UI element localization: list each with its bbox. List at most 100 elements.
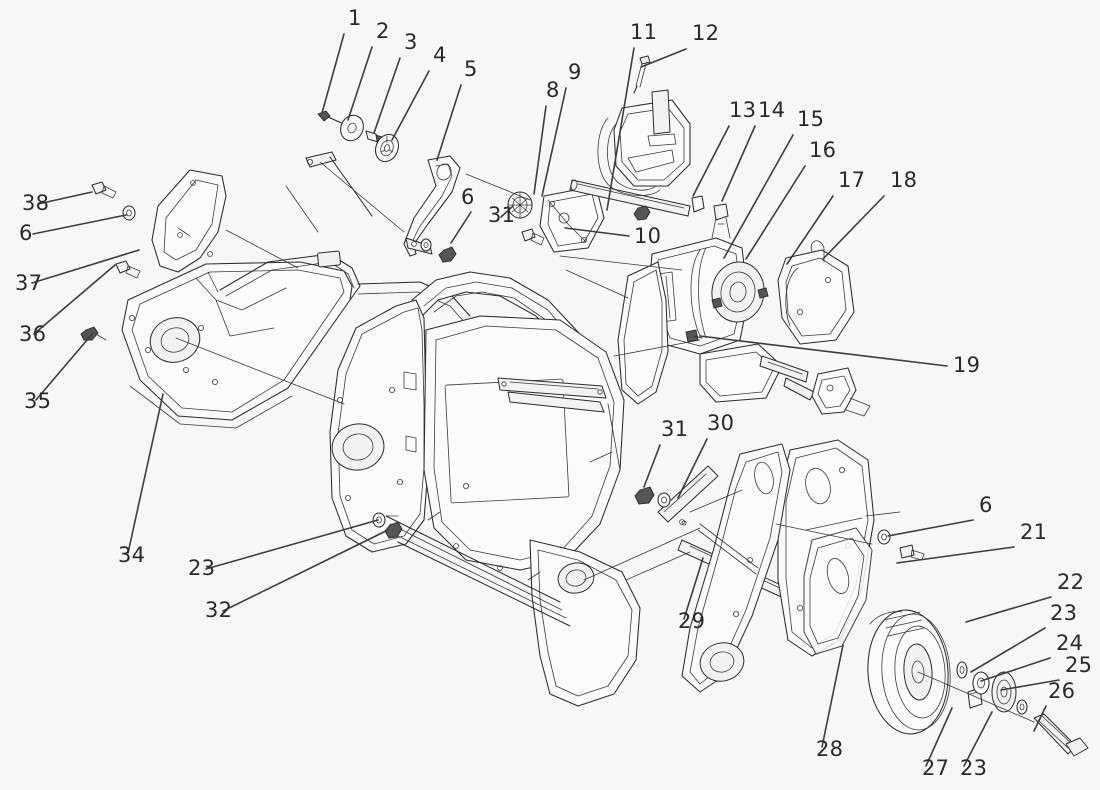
callout-label[interactable]: 12: [692, 21, 719, 45]
callout-label[interactable]: 32: [205, 598, 232, 622]
callout-38[interactable]: 38: [22, 191, 93, 215]
callout-label[interactable]: 11: [630, 20, 657, 44]
callout-label[interactable]: 1: [348, 6, 362, 30]
callout-label[interactable]: 34: [118, 543, 145, 567]
callout-35[interactable]: 35: [24, 332, 94, 413]
callout-label[interactable]: 14: [758, 98, 785, 122]
callout-label[interactable]: 17: [838, 168, 865, 192]
callout-label[interactable]: 27: [922, 756, 949, 780]
leader-line-12: [640, 48, 687, 68]
callout-15[interactable]: 15: [723, 107, 824, 259]
callout-label[interactable]: 22: [1057, 570, 1084, 594]
callout-9[interactable]: 9: [541, 60, 582, 197]
callout-14[interactable]: 14: [721, 98, 785, 202]
callout-label[interactable]: 23: [1050, 601, 1077, 625]
callout-label[interactable]: 16: [809, 138, 836, 162]
callout-4[interactable]: 4: [391, 43, 447, 141]
callout-23[interactable]: 23: [188, 519, 379, 580]
callout-label[interactable]: 21: [1020, 520, 1047, 544]
leader-line-6: [450, 211, 472, 244]
callout-6[interactable]: 6: [887, 493, 993, 537]
callout-32[interactable]: 32: [205, 529, 389, 622]
callout-label[interactable]: 10: [634, 224, 661, 248]
callout-label[interactable]: 6: [19, 221, 33, 245]
part-left-side-panel: [121, 261, 353, 429]
callout-26[interactable]: 26: [1033, 679, 1075, 732]
callout-label[interactable]: 38: [22, 191, 49, 215]
callout-2[interactable]: 2: [347, 19, 390, 121]
callout-3[interactable]: 3: [373, 30, 418, 134]
callout-label[interactable]: 28: [816, 737, 843, 761]
part-screws-6-21: [877, 529, 925, 561]
callout-25[interactable]: 25: [1000, 653, 1092, 691]
callout-11[interactable]: 11: [606, 20, 657, 211]
callout-23[interactable]: 23: [970, 601, 1077, 673]
callout-label[interactable]: 15: [797, 107, 824, 131]
callout-label[interactable]: 13: [729, 98, 756, 122]
callout-label[interactable]: 29: [678, 609, 705, 633]
callout-label[interactable]: 6: [461, 185, 475, 209]
callout-10[interactable]: 10: [564, 224, 661, 248]
callout-8[interactable]: 8: [533, 78, 560, 195]
callout-label[interactable]: 31: [661, 417, 688, 441]
callout-16[interactable]: 16: [745, 138, 836, 260]
callout-12[interactable]: 12: [640, 21, 719, 68]
leader-line-22: [965, 596, 1052, 623]
callout-28[interactable]: 28: [816, 644, 844, 761]
leader-line-19: [699, 335, 948, 367]
callout-label[interactable]: 19: [953, 353, 980, 377]
callout-24[interactable]: 24: [980, 631, 1083, 682]
leader-line-6: [887, 519, 974, 537]
callout-label[interactable]: 3: [404, 30, 418, 54]
callout-37[interactable]: 37: [15, 249, 140, 295]
callout-label[interactable]: 18: [890, 168, 917, 192]
callout-29[interactable]: 29: [678, 557, 705, 633]
part-crank-arm: [403, 155, 461, 257]
callout-31[interactable]: 31: [488, 203, 515, 227]
part-nut-washer-31-30: [634, 486, 671, 508]
leader-line-10: [564, 227, 630, 237]
callout-label[interactable]: 23: [960, 756, 987, 780]
callout-19[interactable]: 19: [699, 335, 980, 377]
callout-label[interactable]: 4: [433, 43, 447, 67]
callout-30[interactable]: 30: [677, 411, 734, 499]
callout-label[interactable]: 6: [979, 493, 993, 517]
callout-label[interactable]: 5: [464, 57, 478, 81]
part-hardware-under-crank: [420, 238, 457, 263]
callout-17[interactable]: 17: [786, 168, 865, 265]
callout-6[interactable]: 6: [19, 214, 127, 245]
leader-line-5: [436, 84, 462, 161]
leader-line-31: [643, 444, 661, 488]
callout-label[interactable]: 23: [188, 556, 215, 580]
callout-31[interactable]: 31: [643, 417, 688, 488]
callout-label[interactable]: 31: [488, 203, 515, 227]
callout-34[interactable]: 34: [118, 393, 164, 567]
callout-label[interactable]: 37: [15, 271, 42, 295]
callout-1[interactable]: 1: [321, 6, 362, 114]
callout-label[interactable]: 30: [707, 411, 734, 435]
part-auger-housing: [329, 271, 641, 707]
callout-label[interactable]: 24: [1056, 631, 1083, 655]
callout-36[interactable]: 36: [19, 264, 116, 346]
callout-13[interactable]: 13: [692, 98, 756, 197]
callout-27[interactable]: 27: [922, 707, 953, 780]
callout-label[interactable]: 25: [1065, 653, 1092, 677]
callout-5[interactable]: 5: [436, 57, 478, 161]
callout-label[interactable]: 2: [376, 19, 390, 43]
callout-label[interactable]: 8: [546, 78, 560, 102]
callout-23[interactable]: 23: [960, 711, 993, 780]
callout-label[interactable]: 9: [568, 60, 582, 84]
leader-line-38: [37, 191, 93, 205]
callout-label[interactable]: 26: [1048, 679, 1075, 703]
callout-label[interactable]: 36: [19, 322, 46, 346]
leader-line-31: [500, 205, 514, 218]
leader-line-23: [970, 627, 1046, 673]
callout-21[interactable]: 21: [896, 520, 1047, 564]
callout-22[interactable]: 22: [965, 570, 1084, 623]
callout-6[interactable]: 6: [450, 185, 475, 244]
part-wheel-assembly: [867, 609, 1089, 757]
callout-18[interactable]: 18: [822, 168, 917, 260]
callout-label[interactable]: 35: [24, 389, 51, 413]
